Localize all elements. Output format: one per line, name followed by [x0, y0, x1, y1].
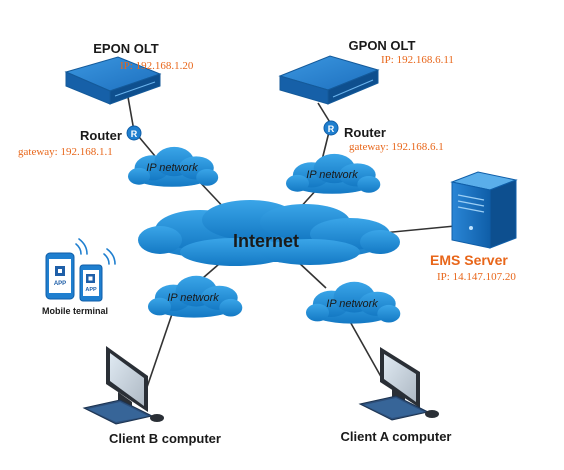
client-b-label: Client B computer [109, 431, 221, 446]
olt-device-icon [64, 56, 162, 105]
desktop-computer-icon [82, 346, 164, 425]
router-right-gateway: gateway: 192.168.6.1 [349, 141, 444, 153]
gpon-olt-ip: IP: 192.168.6.11 [381, 54, 454, 66]
app-label: APP [85, 287, 97, 293]
router-left-gateway: gateway: 192.168.1.1 [18, 146, 113, 158]
ems-server-label: EMS Server [430, 252, 508, 268]
epon-olt[interactable]: EPON OLT IP: 192.168.1.20 [64, 41, 194, 105]
router-icon-letter: R [131, 129, 138, 139]
ip-network-cloud-bottom-right[interactable]: IP network [306, 281, 401, 324]
router-right[interactable]: R Router gateway: 192.168.6.1 [323, 120, 444, 153]
ip-network-label: IP network [167, 292, 219, 304]
mobile-terminal[interactable]: APP APP Mobile terminal [42, 238, 116, 316]
smartphone-icon: APP [45, 252, 75, 300]
client-a-label: Client A computer [341, 429, 452, 444]
epon-olt-label: EPON OLT [93, 41, 159, 56]
link-olt-left-router [127, 96, 135, 132]
gpon-olt[interactable]: GPON OLT IP: 192.168.6.11 [278, 38, 454, 105]
gpon-olt-label: GPON OLT [349, 38, 416, 53]
internet-label: Internet [233, 231, 299, 251]
smartphone-icon: APP [79, 264, 103, 302]
ip-network-cloud-bottom-left[interactable]: IP network [148, 275, 243, 318]
router-right-label: Router [344, 125, 386, 140]
ems-server[interactable]: EMS Server IP: 14.147.107.20 [430, 171, 518, 283]
internet-cloud[interactable]: Internet [138, 200, 400, 266]
ip-network-label: IP network [146, 162, 198, 174]
cloud-icon [138, 200, 400, 266]
ip-network-label: IP network [326, 298, 378, 310]
router-left[interactable]: R Router gateway: 192.168.1.1 [18, 125, 142, 158]
link-cloud-bl-client-b [143, 313, 173, 397]
ems-server-ip: IP: 14.147.107.20 [437, 271, 516, 283]
ip-network-label: IP network [306, 169, 358, 181]
client-b-computer[interactable]: Client B computer [82, 346, 221, 446]
wifi-signal-icon [75, 238, 116, 265]
server-tower-icon [450, 171, 518, 249]
desktop-computer-icon [358, 347, 439, 421]
ip-network-cloud-top-left[interactable]: IP network [128, 146, 219, 187]
olt-device-icon [278, 55, 380, 105]
router-icon: R [126, 125, 142, 141]
client-a-computer[interactable]: Client A computer [341, 347, 452, 444]
link-cloud-br-client-a [347, 317, 385, 383]
mobile-terminal-label: Mobile terminal [42, 306, 108, 316]
link-olt-right-router [317, 102, 332, 125]
epon-olt-ip: IP: 192.168.1.20 [120, 60, 194, 72]
router-icon: R [323, 120, 339, 136]
app-label: APP [54, 281, 66, 287]
ip-network-cloud-top-right[interactable]: IP network [286, 153, 381, 194]
router-left-label: Router [80, 128, 122, 143]
router-icon-letter: R [328, 124, 335, 134]
